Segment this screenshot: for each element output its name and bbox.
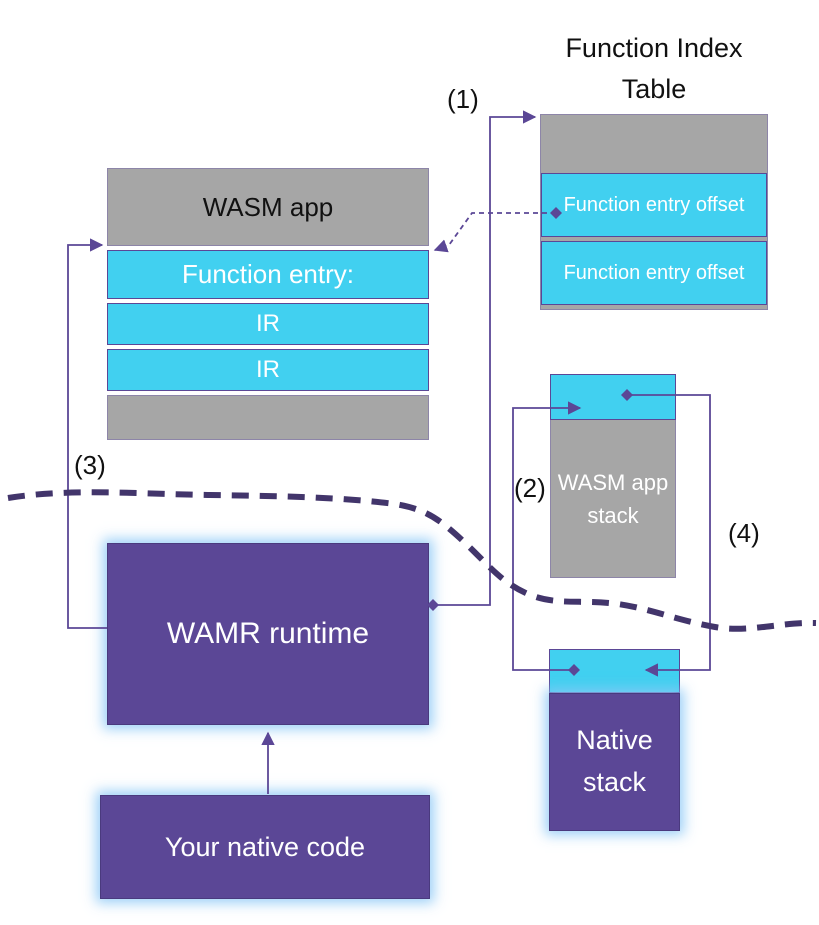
ir-row-1: IR [107,303,429,345]
wasm-app-box: WASM app Function entry: IR IR [107,168,429,440]
wasm-app-stack-top-bar [550,374,676,420]
step-label-3: (3) [74,450,106,480]
native-stack-box: Native stack [549,649,680,831]
wasm-app-bottom-block [107,395,429,440]
function-entry-offset-row-1: Function entry offset [541,173,767,237]
native-stack-label: Native stack [549,693,680,831]
function-entry-row: Function entry: [107,250,429,299]
native-stack-top-bar [549,649,680,693]
function-index-table-top-block [541,115,767,169]
wasm-app-title: WASM app [107,168,429,246]
function-index-table: Function entry offset Function entry off… [540,114,768,310]
wamr-runtime-box: WAMR runtime [107,543,429,725]
step-label-1: (1) [447,84,479,114]
connector-3-runtime-to-wasm-app [67,238,107,629]
connector-1-runtime-to-index-table [433,110,537,606]
step-label-2: (2) [514,473,546,503]
function-index-table-title: Function Index Table [565,33,743,104]
native-code-box: Your native code [100,795,430,899]
step-label-4: (4) [728,518,760,548]
function-entry-offset-row-2: Function entry offset [541,241,767,305]
connector-offset-to-function-entry [433,212,556,253]
wasm-app-stack-label: WASM app stack [550,420,676,578]
ir-row-2: IR [107,349,429,391]
wasm-app-stack-box: WASM app stack [550,374,676,578]
